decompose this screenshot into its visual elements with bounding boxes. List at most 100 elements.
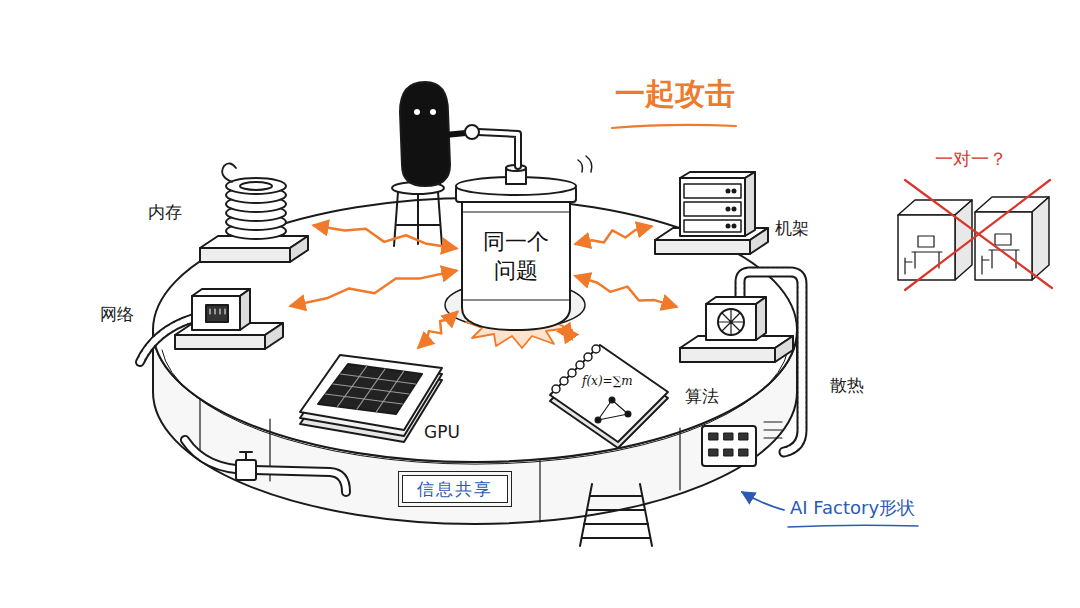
base-pipe-part bbox=[185, 440, 346, 492]
cooling-icon-part bbox=[706, 304, 756, 340]
memory-icon-part bbox=[290, 236, 308, 262]
connector-arrow bbox=[575, 226, 652, 244]
memory-node: 内存 bbox=[200, 168, 310, 264]
rack-node: 机架 bbox=[655, 168, 770, 256]
stairs-part bbox=[582, 496, 650, 538]
gpu-chip-part bbox=[318, 364, 422, 414]
algorithm-notebook-part bbox=[568, 369, 576, 377]
operator-figure-part bbox=[478, 132, 518, 166]
network-icon-part bbox=[140, 318, 194, 362]
cubicles bbox=[898, 180, 1052, 290]
pointer-arrow-part bbox=[742, 492, 784, 510]
base-pipe-part bbox=[236, 460, 256, 480]
connector-arrow bbox=[418, 311, 458, 348]
cubicles-part bbox=[898, 215, 955, 280]
network-node: 网络 bbox=[172, 286, 287, 352]
memory-icon bbox=[200, 163, 308, 262]
memory-icon-part bbox=[226, 178, 286, 194]
rack-icon bbox=[655, 172, 768, 254]
node-label: 信息共享 bbox=[417, 479, 493, 499]
problem-jar-part bbox=[462, 200, 570, 330]
cooling-icon bbox=[680, 272, 802, 452]
network-icon-part bbox=[265, 323, 283, 349]
network-icon-part bbox=[140, 318, 194, 362]
network-icon-part bbox=[210, 309, 225, 314]
question-note: 一对一？ bbox=[935, 148, 1007, 170]
node-formula: f(x)=∑m bbox=[582, 374, 633, 388]
base-pipe-part bbox=[185, 440, 346, 492]
algorithm-notebook-part bbox=[560, 377, 568, 385]
problem-jar bbox=[456, 156, 592, 330]
node-label: 同一个 问题 bbox=[479, 228, 554, 285]
node-label: GPU bbox=[424, 422, 460, 442]
stairs bbox=[580, 484, 652, 546]
cooling-icon-part bbox=[680, 348, 775, 362]
title-underline-part bbox=[612, 125, 736, 128]
problem-jar-part bbox=[462, 300, 570, 301]
cubicles-part bbox=[1032, 197, 1049, 280]
control-panel-part bbox=[739, 449, 748, 456]
network-icon-part bbox=[240, 289, 250, 330]
gpu-chip-part bbox=[300, 355, 442, 430]
node-label: 散热 bbox=[830, 375, 864, 395]
title-underline bbox=[612, 125, 736, 128]
pointer-arrow-part bbox=[788, 525, 918, 527]
cubicles-part bbox=[975, 212, 1032, 280]
algorithm-notebook-part bbox=[592, 345, 600, 353]
problem-jar-part bbox=[578, 156, 592, 172]
node-label: 内存 bbox=[148, 202, 182, 222]
problem-jar-part bbox=[462, 212, 570, 213]
cubicles-part bbox=[982, 250, 1019, 274]
memory-icon-part bbox=[200, 248, 290, 262]
algorithm-notebook bbox=[550, 345, 668, 448]
rack-icon-part bbox=[727, 225, 730, 228]
stairs-part bbox=[580, 484, 652, 546]
gpu-chip bbox=[300, 355, 442, 442]
algorithm-notebook-part bbox=[550, 345, 668, 442]
pointer-arrow bbox=[742, 492, 918, 527]
cooling-icon-part bbox=[756, 297, 766, 340]
platform-disc-part bbox=[679, 428, 680, 490]
algorithm-notebook-part bbox=[576, 361, 584, 369]
gpu-chip-part bbox=[326, 367, 416, 412]
algorithm-notebook-part bbox=[552, 385, 560, 393]
cubicles-part bbox=[905, 252, 942, 274]
platform-disc bbox=[153, 198, 797, 524]
connector-arrow bbox=[562, 326, 572, 339]
control-panel-part bbox=[702, 426, 756, 466]
network-icon-part bbox=[175, 335, 265, 349]
operator-figure-part bbox=[414, 109, 420, 115]
base-pipe-part bbox=[240, 452, 252, 460]
control-panel bbox=[702, 422, 782, 466]
operator-figure-part bbox=[430, 109, 436, 115]
operator-figure-part bbox=[478, 132, 518, 166]
algorithm-notebook-part bbox=[626, 412, 631, 417]
control-panel-part bbox=[709, 449, 718, 456]
node-label: 网络 bbox=[100, 304, 134, 324]
illustration-part bbox=[140, 82, 1052, 546]
connector-arrow bbox=[575, 276, 677, 307]
platform-disc-part bbox=[539, 460, 540, 522]
cooling-node: 散热 bbox=[680, 290, 800, 362]
rack-icon-part bbox=[745, 172, 755, 236]
cubicles-part bbox=[918, 236, 934, 247]
rack-icon-part bbox=[727, 208, 730, 211]
base-pipe bbox=[185, 440, 346, 492]
shape-note: AI Factory形状 bbox=[790, 497, 915, 519]
control-panel-part bbox=[764, 422, 782, 438]
operator-figure-part bbox=[465, 125, 479, 139]
algorithm-node: 算法f(x)=∑m bbox=[548, 342, 670, 444]
rack-icon-part bbox=[655, 240, 750, 254]
cubicles-part bbox=[905, 180, 1052, 290]
rack-icon-part bbox=[727, 190, 730, 193]
rack-icon-part bbox=[680, 178, 745, 236]
network-icon-part bbox=[206, 305, 228, 322]
network-icon bbox=[140, 289, 283, 362]
cubicles-part bbox=[995, 234, 1011, 245]
cooling-icon-part bbox=[718, 309, 744, 335]
operator-figure-part bbox=[445, 133, 466, 135]
rack-icon-part bbox=[684, 184, 741, 198]
